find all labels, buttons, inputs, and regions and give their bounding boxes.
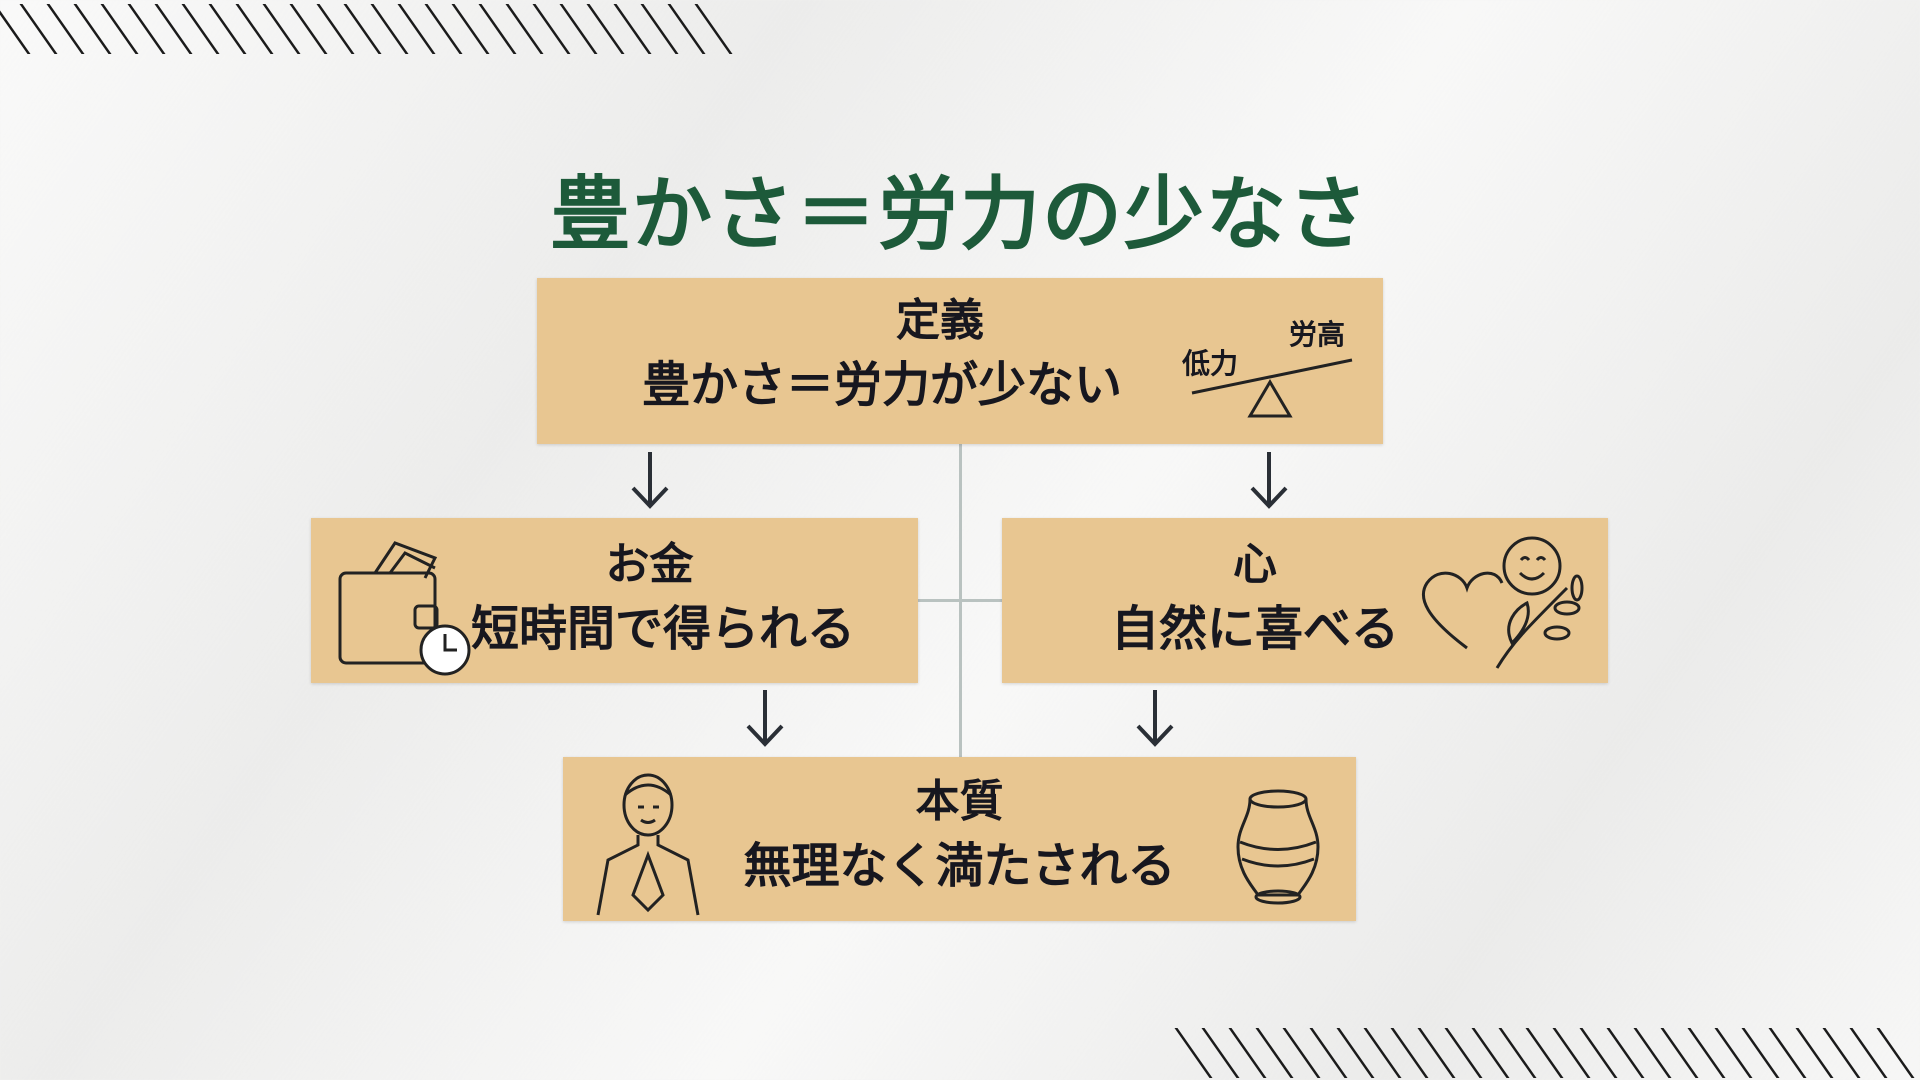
- essence-heading: 本質: [915, 776, 1004, 827]
- wallet-clock-icon: [338, 541, 471, 676]
- money-text: 短時間で得られる: [471, 601, 856, 657]
- scale-low-label: 低力: [1182, 347, 1239, 380]
- arrow-down-icon: [746, 690, 784, 747]
- essence-box: 本質 無理なく満たされる: [563, 757, 1356, 921]
- scale-high-label: 労高: [1289, 318, 1346, 351]
- heart-heading: 心: [1233, 539, 1277, 590]
- praying-person-icon: [596, 773, 700, 916]
- essence-text: 無理なく満たされる: [743, 838, 1176, 894]
- pottery-vase-icon: [1236, 789, 1320, 905]
- arrow-down-icon: [1250, 452, 1288, 509]
- money-box: お金 短時間で得られる: [311, 518, 918, 683]
- hatch-decoration-top: [0, 4, 739, 54]
- balance-scale-icon: [1191, 358, 1353, 418]
- arrow-down-icon: [1136, 690, 1174, 747]
- money-heading: お金: [605, 539, 694, 590]
- arrow-down-icon: [631, 452, 669, 509]
- connector-horizontal: [918, 599, 1002, 602]
- definition-text: 豊かさ＝労力が少ない: [642, 357, 1123, 413]
- definition-box: 定義 豊かさ＝労力が少ない 低力 労高: [537, 278, 1383, 444]
- heart-text: 自然に喜べる: [1110, 601, 1399, 657]
- definition-heading: 定義: [896, 295, 984, 346]
- heart-smile-leaf-icon: [1421, 536, 1584, 669]
- page-title: 豊かさ＝労力の少なさ: [550, 168, 1370, 261]
- hatch-decoration-bottom: [1174, 1028, 1920, 1078]
- heart-box: 心 自然に喜べる: [1002, 518, 1608, 683]
